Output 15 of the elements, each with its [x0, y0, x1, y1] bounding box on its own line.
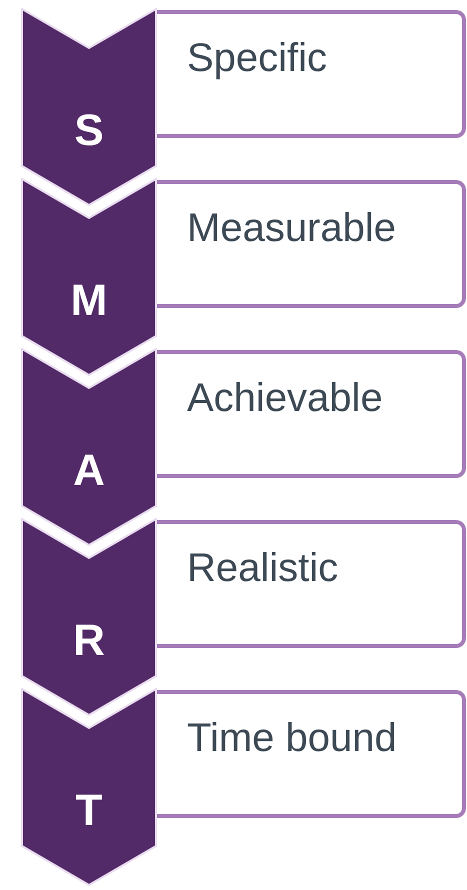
text-box: [155, 520, 466, 648]
chevron-letter: S: [73, 106, 105, 156]
text-box: [155, 180, 466, 308]
step-label: Specific: [187, 36, 328, 81]
step-label: Achievable: [187, 376, 383, 421]
text-box: [155, 10, 466, 138]
step-label: Measurable: [187, 206, 396, 251]
chevron-letter: R: [72, 616, 106, 666]
step-label: Time bound: [187, 716, 397, 761]
text-box: [155, 690, 466, 818]
chevron-letter: M: [70, 276, 108, 326]
step-label: Realistic: [187, 546, 338, 591]
chevron-letter: T: [74, 786, 104, 836]
chevron-letter: A: [72, 446, 106, 496]
text-box: [155, 350, 466, 478]
